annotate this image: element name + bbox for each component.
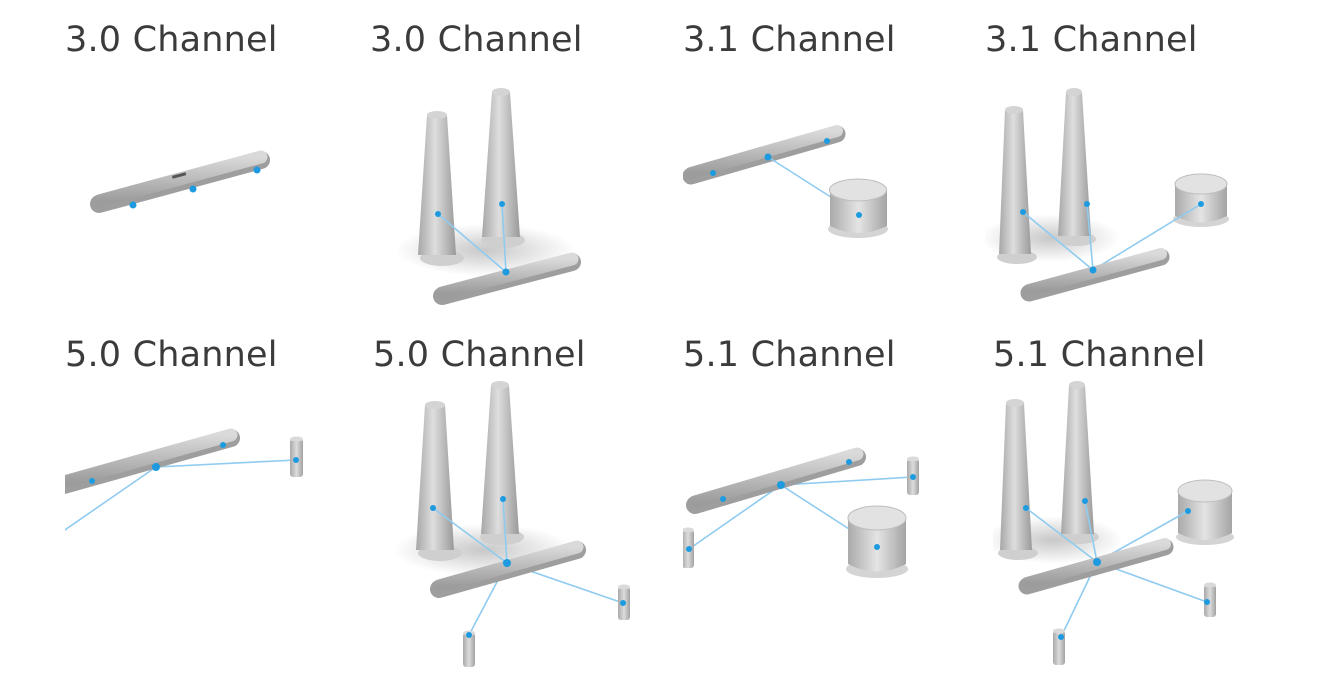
tower-speaker-left (418, 111, 464, 266)
panel-3-0-towers: 3.0 Channel (370, 0, 670, 330)
panel-5-0-soundbar-rears: 5.0 Channel (65, 315, 365, 645)
channel-markers (686, 459, 916, 552)
panel-title: 3.1 Channel (985, 20, 1198, 60)
tower-speaker-left (998, 399, 1038, 560)
tower-speaker-left (416, 401, 462, 561)
panel-title: 5.1 Channel (683, 335, 896, 375)
channel-markers (89, 442, 299, 484)
soundbar-3-0-illustration (90, 150, 270, 213)
subwoofer (828, 178, 888, 238)
soundbar-towers-sub-rears-5-1-illustration (993, 381, 1234, 665)
soundbar-towers-rears-5-0-illustration (393, 381, 630, 667)
channel-markers (710, 138, 862, 218)
channel-markers (129, 166, 261, 209)
tower-speaker-left (997, 106, 1037, 264)
panel-3-1-towers-sub: 3.1 Channel (985, 0, 1285, 330)
rear-speaker-right (290, 436, 303, 477)
panel-title: 3.0 Channel (370, 20, 583, 60)
rear-speaker-left (1053, 628, 1065, 665)
panel-title: 5.0 Channel (65, 335, 278, 375)
tower-speaker-right (1059, 381, 1099, 544)
tower-speaker-right (1056, 88, 1096, 246)
panel-5-0-towers-rears: 5.0 Channel (373, 315, 673, 667)
panel-3-1-soundbar-sub: 3.1 Channel (683, 0, 983, 330)
subwoofer (1176, 479, 1234, 545)
tower-speaker-right (480, 381, 524, 545)
connection-lines (65, 459, 297, 531)
channel-markers (1020, 201, 1204, 274)
channel-markers (430, 496, 626, 638)
soundbar (90, 150, 270, 213)
soundbar-sub-rears-5-1-illustration (683, 447, 919, 578)
panel-title: 3.0 Channel (65, 20, 278, 60)
soundbar-towers-sub-3-1-illustration (985, 88, 1229, 302)
soundbar (686, 447, 866, 514)
panel-5-1-towers-sub-rears: 5.1 Channel (993, 315, 1293, 665)
connection-lines (437, 203, 507, 273)
panel-title: 5.0 Channel (373, 335, 586, 375)
soundbar (433, 252, 581, 305)
panel-3-0-soundbar: 3.0 Channel (65, 0, 365, 330)
connection-lines (1022, 203, 1202, 271)
soundbar-sub-3-1-illustration (683, 125, 888, 238)
tower-speaker-right (481, 88, 525, 248)
panel-title: 5.1 Channel (993, 335, 1206, 375)
soundbar-towers-3-0-illustration (395, 88, 581, 305)
soundbar (683, 125, 846, 185)
panel-5-1-soundbar-sub-rears: 5.1 Channel (683, 315, 983, 645)
subwoofer (1173, 173, 1229, 227)
panel-title: 3.1 Channel (683, 20, 896, 60)
subwoofer (846, 505, 908, 578)
rear-speaker-right (1204, 582, 1216, 617)
soundbar-rears-5-0-illustration (65, 428, 303, 531)
channel-markers (1023, 498, 1210, 640)
channel-markers (435, 201, 510, 276)
soundbar (65, 428, 240, 494)
